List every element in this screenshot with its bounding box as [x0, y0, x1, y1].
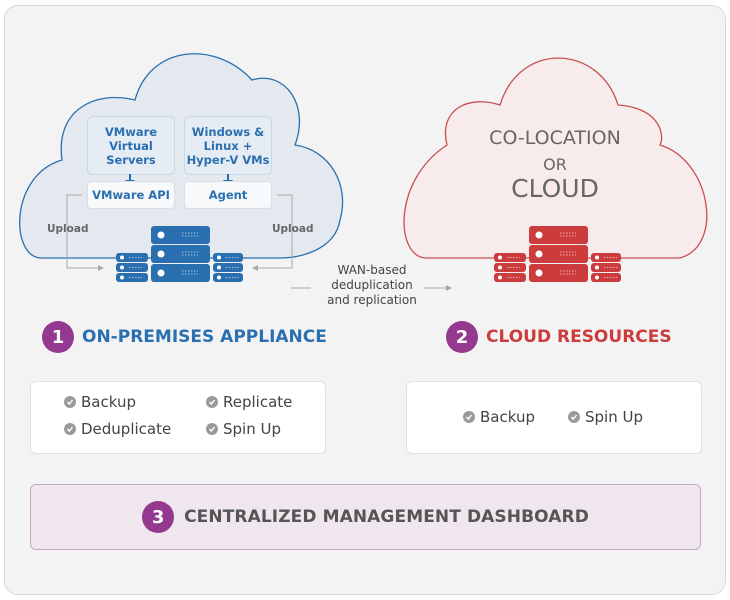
- wan-line-text: deduplication: [331, 278, 413, 292]
- server-unit: [213, 273, 243, 282]
- server-led: [595, 255, 599, 260]
- server-led: [120, 265, 124, 270]
- server-led: [498, 275, 502, 280]
- server-led: [157, 269, 165, 277]
- server-unit: [529, 264, 588, 282]
- feature-item: Replicate: [206, 393, 292, 411]
- server-led: [217, 265, 221, 270]
- server-led: [217, 255, 221, 260]
- source-line: Hyper-V VMs: [186, 152, 270, 167]
- arrow-left-icon: [252, 265, 258, 271]
- step-badge: 3: [142, 501, 175, 533]
- step-badge: 1: [42, 321, 74, 353]
- source-line: Linux +: [203, 138, 253, 153]
- server-led: [157, 231, 165, 239]
- feature-label: Backup: [81, 393, 136, 411]
- source-line: VMware: [104, 124, 158, 139]
- step-badge: 2: [446, 321, 478, 353]
- server-unit: [529, 226, 588, 244]
- server-led: [498, 265, 502, 270]
- source-line: Windows &: [191, 124, 265, 139]
- server-unit: [151, 226, 210, 244]
- server-led: [157, 250, 165, 258]
- wan-line-text: and replication: [327, 293, 417, 307]
- server-led: [535, 231, 543, 239]
- feature-card-cloud: [406, 381, 702, 454]
- server-led: [217, 275, 221, 280]
- server-led: [120, 275, 124, 280]
- server-led: [498, 255, 502, 260]
- upload-connector-right: [258, 194, 293, 269]
- server-led: [120, 255, 124, 260]
- check-circle-icon: [206, 423, 218, 435]
- upload-connector-left: [66, 194, 100, 269]
- section-heading-cloud: 2 CLOUD RESOURCES: [446, 321, 672, 353]
- server-stack-icon: [116, 226, 243, 282]
- feature-item: Backup: [463, 408, 535, 426]
- check-circle-icon: [64, 396, 76, 408]
- arrow-right-icon: [446, 285, 452, 291]
- feature-label: Spin Up: [223, 420, 281, 438]
- server-unit: [213, 253, 243, 262]
- vmware-api-box: VMware API: [87, 181, 175, 209]
- wan-label: WAN-based deduplication and replication: [312, 263, 432, 308]
- management-dashboard-bar: 3 CENTRALIZED MANAGEMENT DASHBOARD: [30, 484, 701, 550]
- section-title: ON-PREMISES APPLIANCE: [82, 327, 327, 347]
- cloud-text-or: OR: [543, 155, 567, 174]
- server-unit: [591, 263, 621, 272]
- wan-line-text: WAN-based: [337, 263, 407, 277]
- upload-label-left: Upload: [47, 223, 89, 235]
- feature-label: Deduplicate: [81, 420, 172, 438]
- server-unit: [151, 245, 210, 263]
- server-led: [535, 250, 543, 258]
- feature-item: Deduplicate: [64, 420, 171, 438]
- agent-box: Agent: [184, 181, 272, 209]
- server-led: [595, 275, 599, 280]
- cloud-text-cloud: CLOUD: [511, 174, 599, 203]
- server-unit: [591, 253, 621, 262]
- source-line: Virtual: [109, 138, 153, 153]
- section-title: CLOUD RESOURCES: [486, 327, 672, 347]
- feature-item: Spin Up: [206, 420, 281, 438]
- check-circle-icon: [64, 423, 76, 435]
- arrow-right-icon: [98, 265, 104, 271]
- section-heading-onprem: 1 ON-PREMISES APPLIANCE: [42, 321, 327, 353]
- upload-label-right: Upload: [272, 223, 314, 235]
- feature-item: Spin Up: [568, 408, 643, 426]
- feature-card-onprem: [30, 381, 326, 454]
- feature-label: Backup: [480, 408, 535, 426]
- server-unit: [529, 245, 588, 263]
- server-unit: [151, 264, 210, 282]
- feature-label: Replicate: [223, 393, 293, 411]
- server-led: [595, 265, 599, 270]
- server-unit: [213, 263, 243, 272]
- feature-label: Spin Up: [585, 408, 643, 426]
- check-circle-icon: [206, 396, 218, 408]
- check-circle-icon: [463, 411, 475, 423]
- server-led: [535, 269, 543, 277]
- dashboard-title: CENTRALIZED MANAGEMENT DASHBOARD: [184, 507, 589, 527]
- source-box-windows-linux: Windows & Linux + Hyper-V VMs: [184, 116, 272, 175]
- remote-cloud-shape: [403, 57, 708, 259]
- source-line: Servers: [106, 152, 156, 167]
- cloud-text-colocation: CO-LOCATION: [489, 127, 621, 149]
- feature-item: Backup: [64, 393, 136, 411]
- check-circle-icon: [568, 411, 580, 423]
- server-stack-icon: [494, 226, 621, 282]
- source-box-vmware: VMware Virtual Servers: [87, 116, 175, 175]
- server-unit: [591, 273, 621, 282]
